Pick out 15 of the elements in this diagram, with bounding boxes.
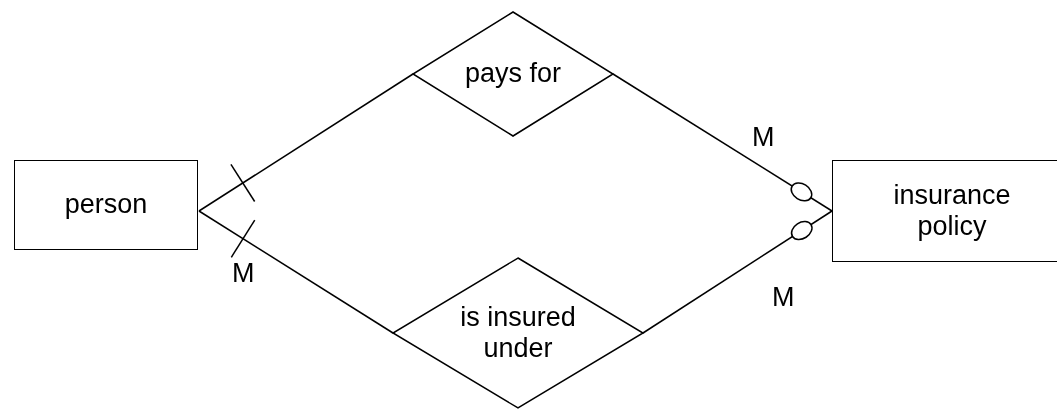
entity-box [832,160,1057,262]
entity-label: person [64,189,148,221]
cardinality-label: M [772,282,795,313]
relationship-line [198,210,394,334]
relationship-diamond [413,12,613,136]
relationship-line [198,73,414,212]
relationship-line [642,210,833,334]
relationship-line [612,73,833,212]
entity-box [14,160,198,250]
relationship-label: is insured under [459,301,577,365]
relationship-diamond [393,258,643,408]
cardinality-label: M [232,258,255,289]
relationship-label: pays for [464,58,561,90]
entity-label: insurance policy [892,179,1012,243]
cardinality-label: M [752,122,775,153]
